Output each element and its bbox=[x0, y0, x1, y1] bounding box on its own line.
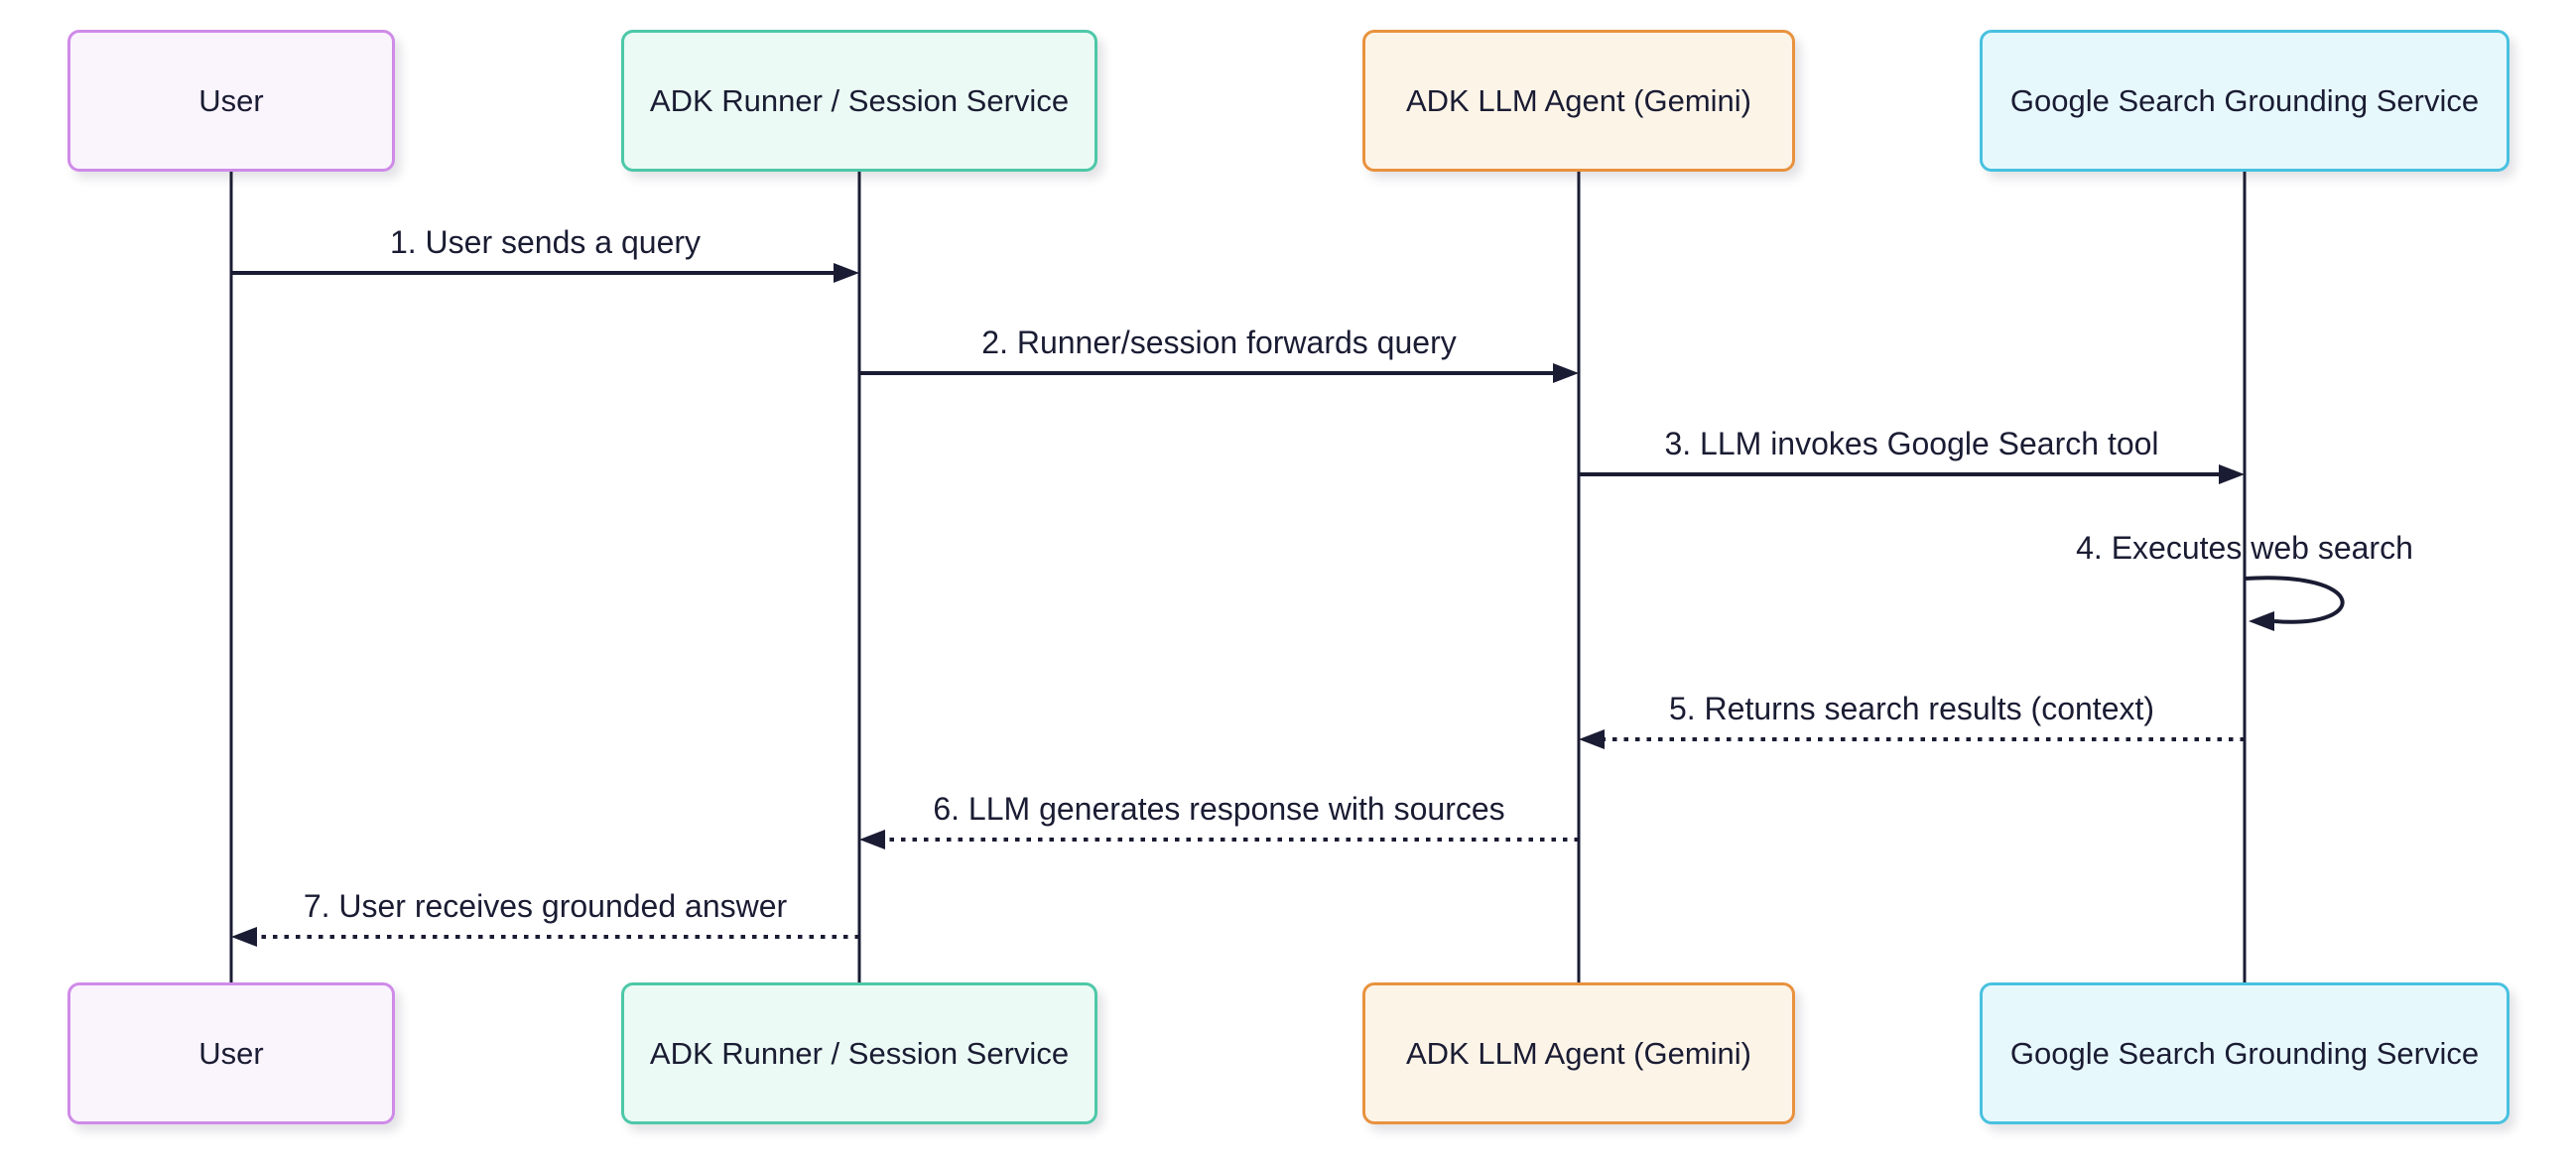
message-label-2: 2. Runner/session forwards query bbox=[981, 325, 1457, 360]
actor-label: ADK LLM Agent (Gemini) bbox=[1405, 1035, 1752, 1071]
message-arrowhead-2 bbox=[1553, 363, 1579, 383]
message-label-4: 4. Executes web search bbox=[2076, 530, 2413, 566]
message-arrowhead-1 bbox=[834, 263, 859, 283]
actor-box-google_search-top: Google Search Grounding Service bbox=[1980, 30, 2510, 172]
actor-label: ADK LLM Agent (Gemini) bbox=[1405, 82, 1752, 118]
actor-label: Google Search Grounding Service bbox=[2009, 82, 2480, 118]
message-arrowhead-5 bbox=[1579, 729, 1605, 749]
message-label-7: 7. User receives grounded answer bbox=[303, 888, 788, 924]
message-label-6: 6. LLM generates response with sources bbox=[933, 791, 1505, 827]
actor-label: Google Search Grounding Service bbox=[2009, 1035, 2480, 1071]
message-arrowhead-4 bbox=[2249, 611, 2274, 631]
message-arrowhead-7 bbox=[231, 927, 257, 947]
message-label-3: 3. LLM invokes Google Search tool bbox=[1664, 426, 2159, 461]
actor-box-adk_runner-top: ADK Runner / Session Service bbox=[621, 30, 1097, 172]
message-label-5: 5. Returns search results (context) bbox=[1668, 691, 2155, 726]
actor-box-google_search-bottom: Google Search Grounding Service bbox=[1980, 982, 2510, 1124]
actor-label: ADK Runner / Session Service bbox=[649, 82, 1070, 118]
actor-box-adk_llm_agent-top: ADK LLM Agent (Gemini) bbox=[1362, 30, 1795, 172]
message-arrow-4 bbox=[2244, 576, 2345, 624]
actor-label: User bbox=[198, 82, 264, 118]
actor-label: User bbox=[198, 1035, 264, 1071]
actor-label: ADK Runner / Session Service bbox=[649, 1035, 1070, 1071]
actor-box-adk_llm_agent-bottom: ADK LLM Agent (Gemini) bbox=[1362, 982, 1795, 1124]
message-label-1: 1. User sends a query bbox=[389, 224, 702, 260]
actor-box-user-bottom: User bbox=[67, 982, 395, 1124]
message-arrowhead-3 bbox=[2219, 464, 2245, 484]
actor-box-adk_runner-bottom: ADK Runner / Session Service bbox=[621, 982, 1097, 1124]
message-arrowhead-6 bbox=[859, 830, 885, 849]
actor-box-user-top: User bbox=[67, 30, 395, 172]
